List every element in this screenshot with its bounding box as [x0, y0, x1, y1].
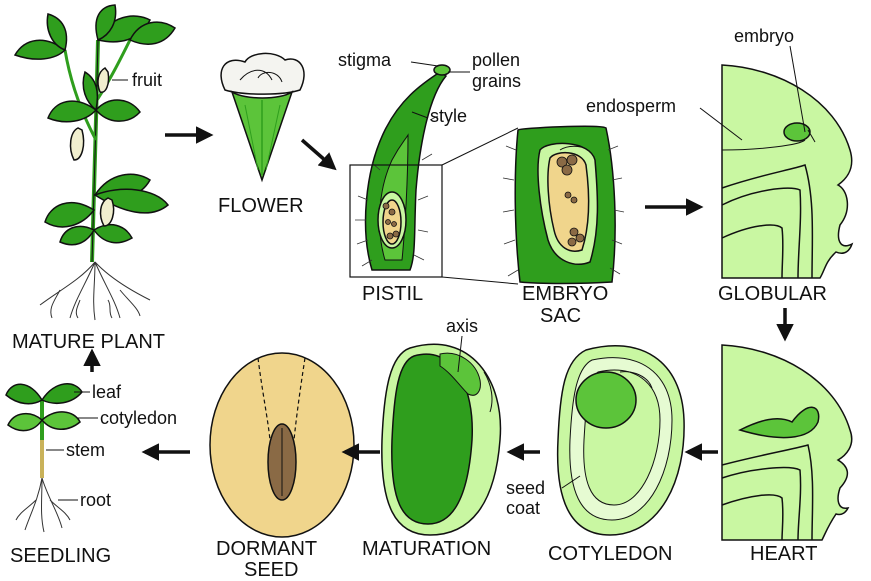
stage-pistil: PISTIL — [362, 283, 423, 305]
dormant-seed-illustration — [209, 352, 355, 538]
stage-seedling: SEEDLING — [10, 545, 111, 567]
stage-globular: GLOBULAR — [718, 283, 827, 305]
label-endosperm: endosperm — [586, 96, 676, 116]
zoom-line-bottom — [441, 276, 519, 285]
globular-illustration — [721, 64, 854, 279]
label-seed: seed — [506, 478, 545, 498]
label-stigma: stigma — [338, 50, 392, 70]
stage-seed: SEED — [244, 559, 298, 581]
axis-leader — [457, 335, 463, 373]
stage-embryo-sac-1: EMBRYO — [522, 283, 608, 305]
flower-illustration — [220, 52, 305, 183]
label-coat: coat — [506, 498, 540, 518]
stage-mature-plant: MATURE PLANT — [12, 331, 165, 353]
seedling-illustration — [5, 383, 83, 533]
embryo-sac-illustration — [502, 125, 625, 285]
seed-coat-leader — [561, 475, 581, 489]
pistil-zoom-box — [349, 164, 443, 278]
label-cotyledon: cotyledon — [100, 408, 177, 428]
label-pollen: pollen — [472, 50, 520, 70]
cotyledon-illustration — [556, 345, 685, 536]
stage-dormant: DORMANT — [216, 538, 317, 560]
label-stem: stem — [66, 440, 105, 460]
stigma-leader — [410, 61, 439, 67]
stage-cotyledon: COTYLEDON — [548, 543, 672, 565]
label-leaf: leaf — [92, 382, 122, 402]
stage-embryo-sac-2: SAC — [540, 305, 581, 327]
label-root: root — [80, 490, 111, 510]
stage-heart: HEART — [750, 543, 817, 565]
heart-illustration — [721, 344, 853, 541]
label-grains: grains — [472, 71, 521, 91]
label-axis: axis — [446, 316, 478, 336]
stage-maturation: MATURATION — [362, 538, 491, 560]
label-embryo: embryo — [734, 26, 794, 46]
style-leader — [411, 111, 429, 119]
maturation-illustration — [381, 343, 502, 536]
mature-plant-illustration — [13, 4, 177, 321]
embryo-leader — [789, 45, 806, 133]
endosperm-leader — [699, 107, 743, 141]
stage-flower: FLOWER — [218, 195, 304, 217]
label-style: style — [430, 106, 467, 126]
zoom-line-top — [441, 127, 519, 166]
label-fruit: fruit — [132, 70, 162, 90]
arrow-right-icon — [300, 138, 337, 171]
pistil-illustration — [355, 64, 451, 271]
